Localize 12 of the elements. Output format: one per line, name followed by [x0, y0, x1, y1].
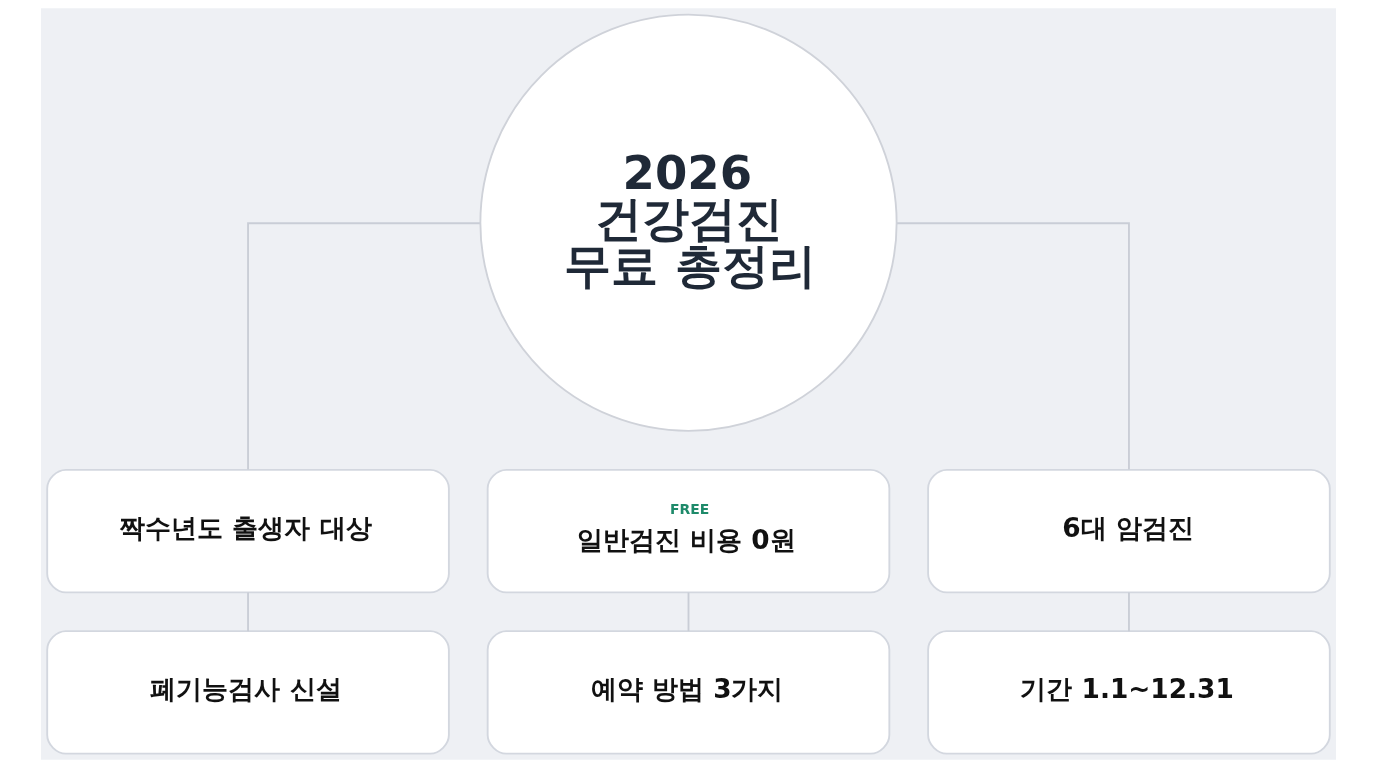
connector [1127, 591, 1130, 633]
connector [895, 222, 1130, 471]
connector [246, 222, 481, 471]
node-box: 기간 1.1~12.31 [926, 630, 1331, 755]
node-box: 예약 방법 3가지 [486, 630, 890, 755]
connector [246, 591, 249, 633]
node-box: 폐기능검사 신설 [45, 630, 450, 755]
node-circle: 2026 건강검진 무료 총정리 [478, 13, 898, 432]
node-box: FREE 일반검진 비용 0원 [486, 468, 890, 594]
connector [687, 591, 689, 633]
node-box: 6대 암검진 [926, 468, 1331, 594]
node-box: 짝수년도 출생자 대상 [45, 468, 450, 594]
